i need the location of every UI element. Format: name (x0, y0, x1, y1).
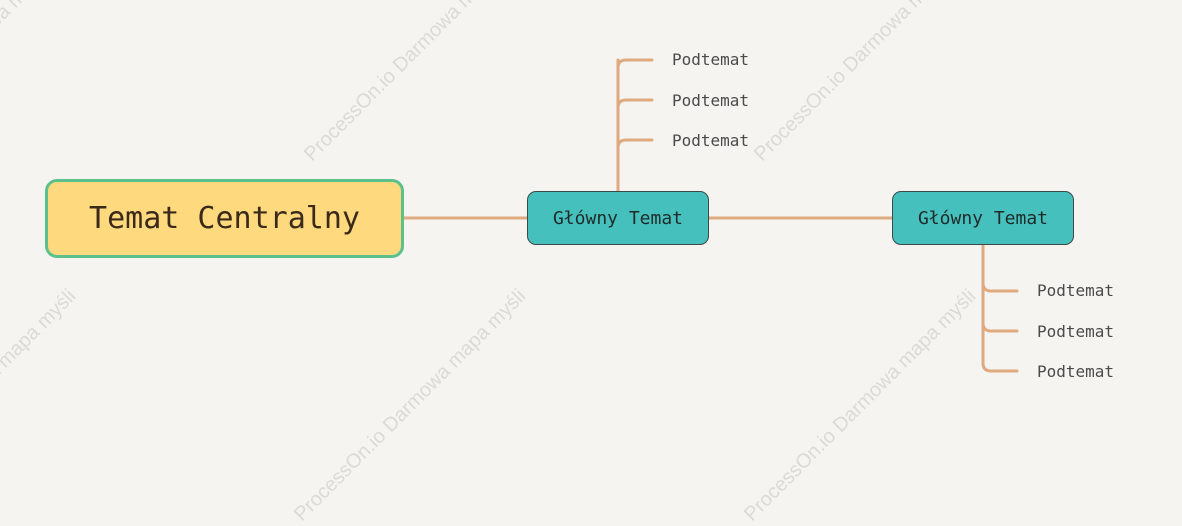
subtopic-label[interactable]: Podtemat (1037, 322, 1115, 341)
main-topic-node[interactable]: Główny Temat (892, 191, 1074, 245)
subtopic-label[interactable]: Podtemat (1037, 281, 1115, 300)
subtopic-label[interactable]: Podtemat (672, 131, 750, 150)
connector-branch-0 (981, 281, 1019, 293)
subtopic-label[interactable]: Podtemat (672, 50, 750, 69)
connector-branch-1 (981, 321, 1019, 333)
main-topic-label: Główny Temat (917, 207, 1049, 229)
subtopic-label[interactable]: Podtemat (1037, 362, 1115, 381)
connector-branch-0 (616, 58, 654, 70)
main-topic-node[interactable]: Główny Temat (527, 191, 709, 245)
main-topic-label: Główny Temat (552, 207, 684, 229)
mind-map-connectors (402, 58, 1019, 373)
connector-branch-1 (616, 98, 654, 110)
central-topic-label: Temat Centralny (89, 201, 360, 236)
central-topic-node[interactable]: Temat Centralny (45, 179, 404, 258)
connector-branch-2 (616, 138, 654, 150)
subtopic-label[interactable]: Podtemat (672, 91, 750, 110)
connector-branch-2 (981, 361, 1019, 373)
